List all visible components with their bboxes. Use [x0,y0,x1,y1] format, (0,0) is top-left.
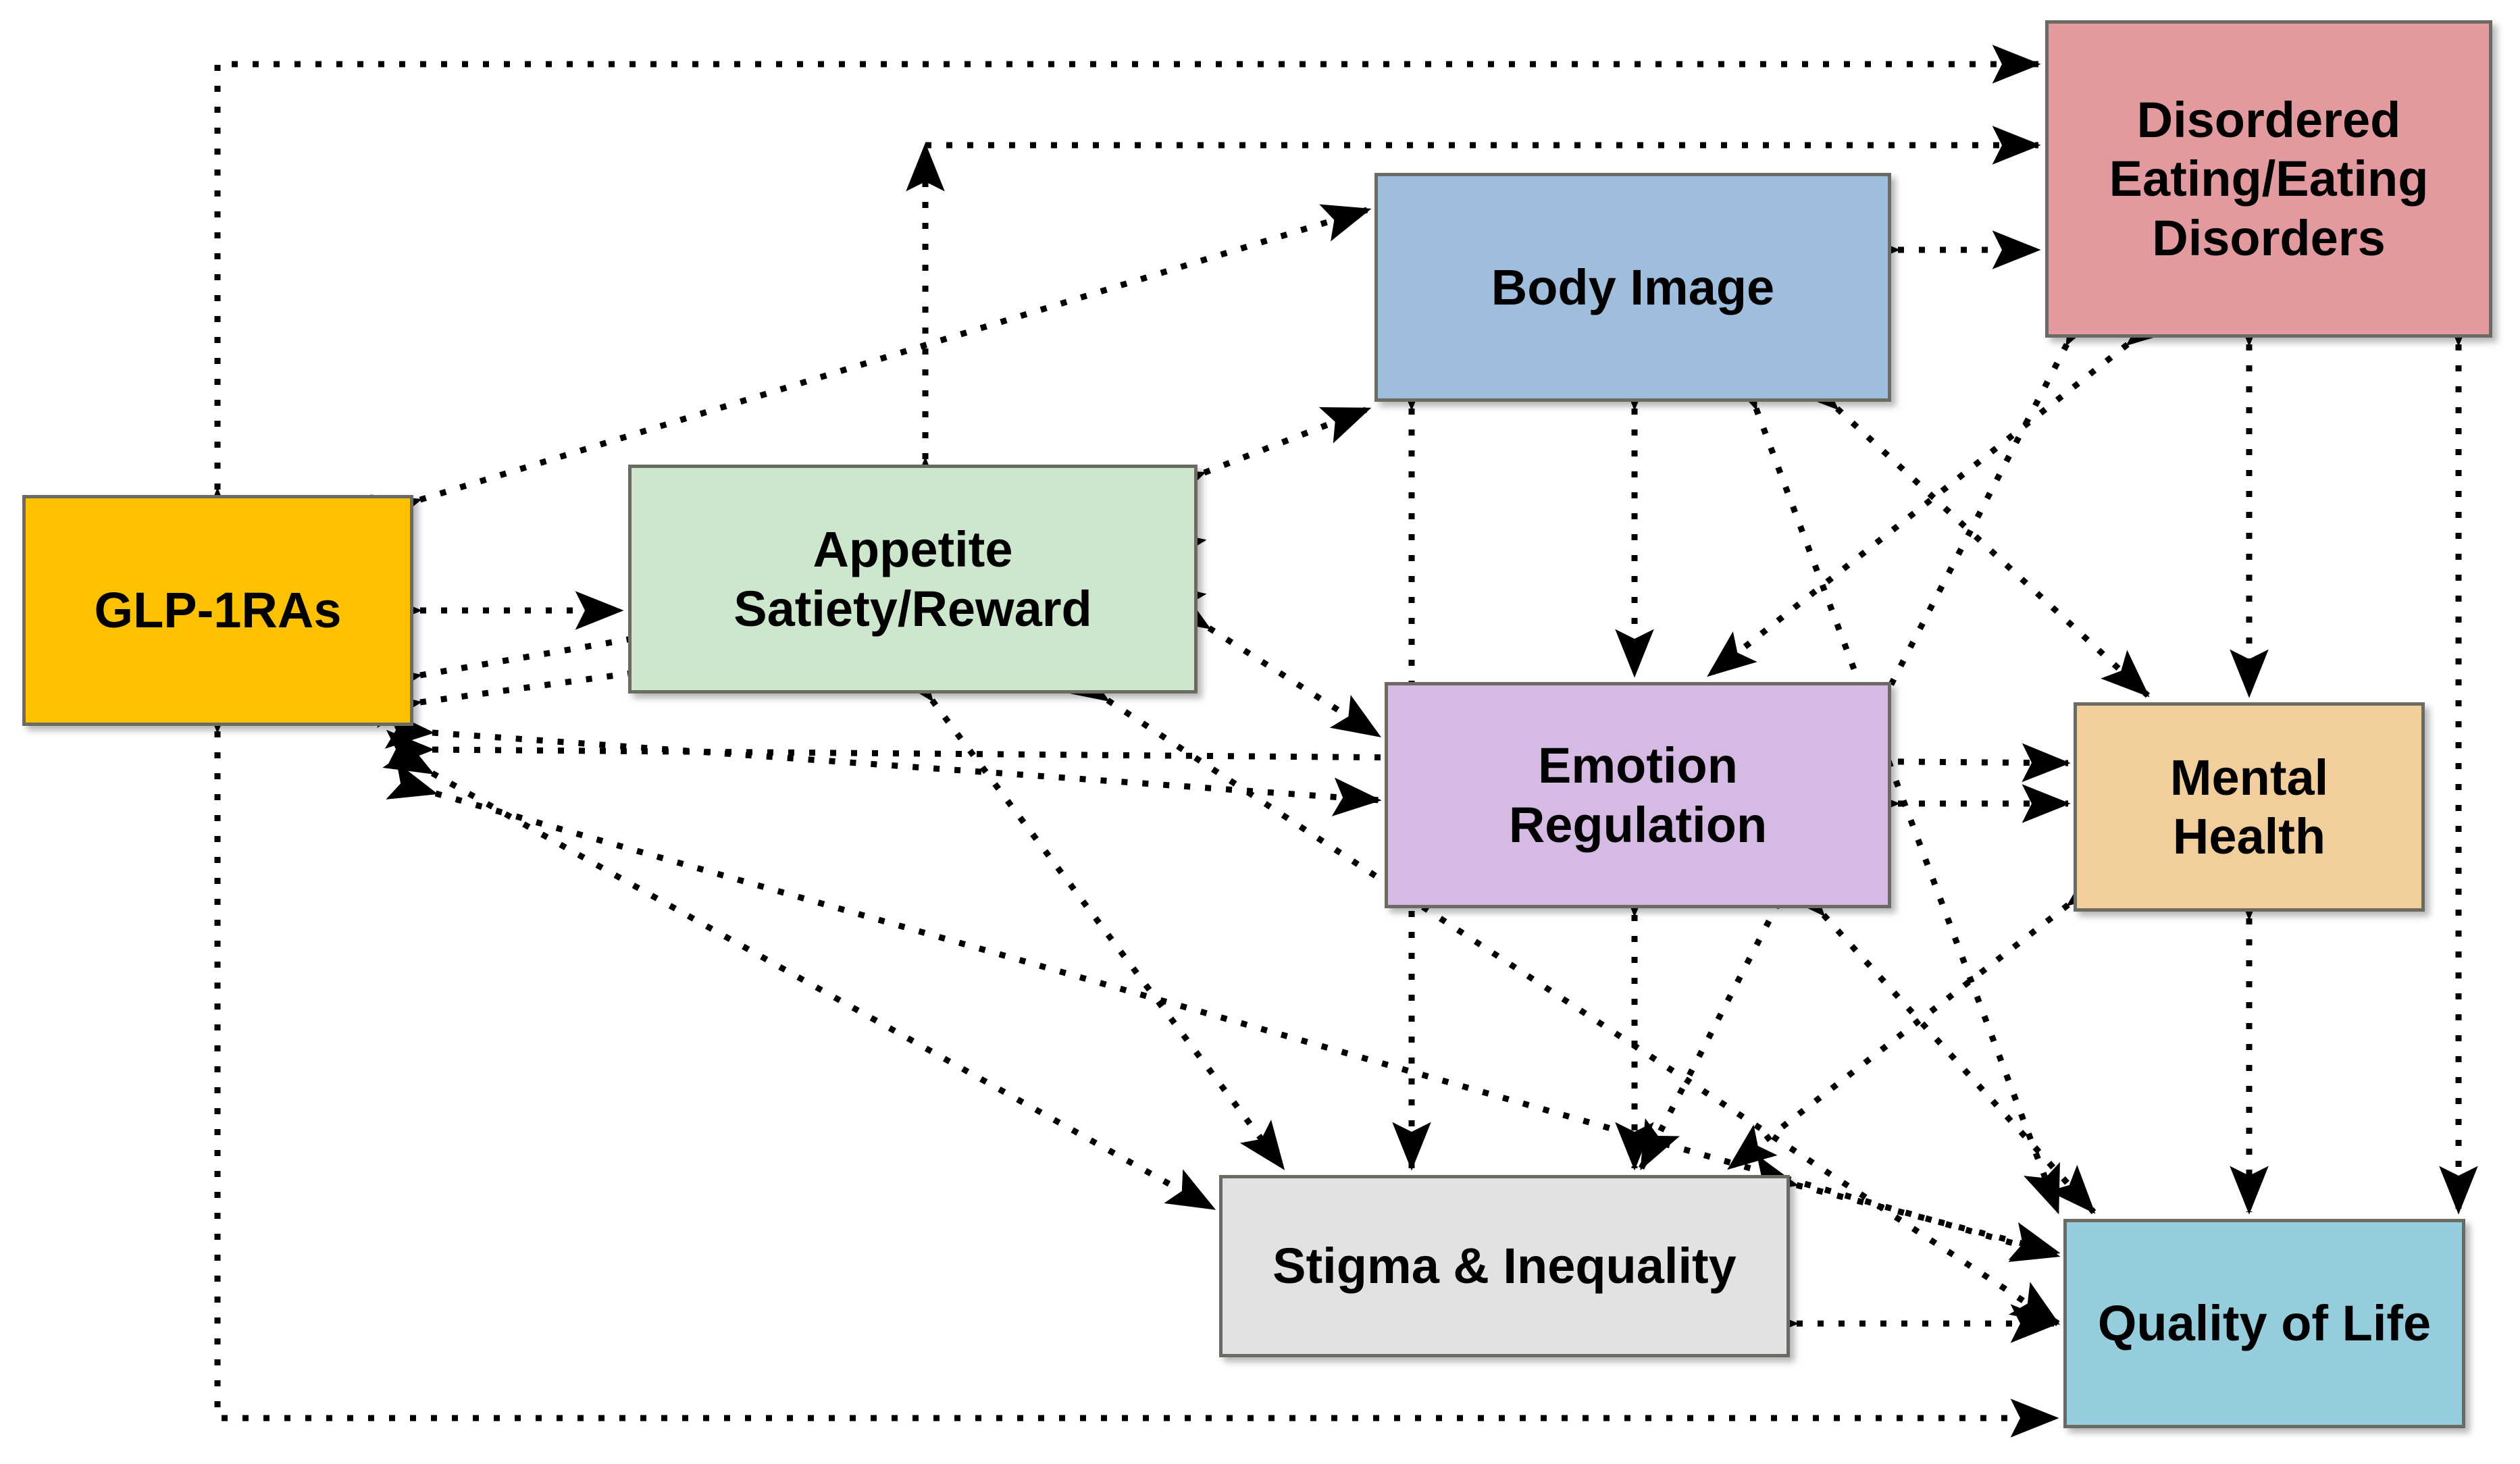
node-quality-of-life[interactable]: Quality of Life [2063,1219,2465,1428]
node-disordered-eating[interactable]: Disordered Eating/Eating Disorders [2045,20,2492,338]
edge-glp-stig [382,733,1216,1211]
node-stigma-inequality[interactable]: Stigma & Inequality [1219,1175,1790,1357]
edge-mh-stig [1727,861,2117,1171]
node-emotion-regulation[interactable]: Emotion Regulation [1385,682,1891,908]
node-stigma-inequality-label: Stigma & Inequality [1272,1238,1737,1295]
node-disordered-eating-label: Disordered Eating/Eating Disorders [2109,92,2429,266]
edge-app-body [1154,405,1372,508]
node-emotion-regulation-label: Emotion Regulation [1508,737,1768,853]
edge-emo-qol [1778,868,2097,1215]
edge-glp-emo [384,710,1382,816]
node-appetite-satiety-reward-label: Appetite Satiety/Reward [734,521,1092,637]
edge-app-emo [1159,587,1382,739]
node-appetite-satiety-reward[interactable]: Appetite Satiety/Reward [628,465,1198,694]
node-mental-health[interactable]: Mental Health [2074,702,2425,912]
edge-stig-qol2 [1747,1155,2061,1260]
node-glp-1ras-label: GLP-1RAs [94,582,342,639]
node-glp-1ras[interactable]: GLP-1RAs [22,495,413,726]
node-body-image[interactable]: Body Image [1374,173,1891,402]
node-mental-health-label: Mental Health [2169,749,2329,864]
edge-glp-body [370,204,1372,532]
edge-app-stig [888,652,1286,1170]
node-body-image-label: Body Image [1491,259,1775,315]
node-quality-of-life-label: Quality of Life [2097,1295,2432,1352]
